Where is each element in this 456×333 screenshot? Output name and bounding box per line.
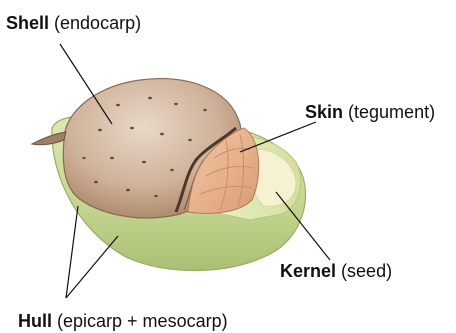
- shell-label-note: (endocarp): [54, 13, 141, 33]
- skin-label-name: Skin: [305, 102, 343, 122]
- hull-leader-right: [66, 236, 118, 298]
- kernel-label: Kernel (seed): [280, 262, 392, 280]
- kernel-label-name: Kernel: [280, 261, 336, 281]
- hull-label-note: (epicarp + mesocarp): [57, 311, 228, 331]
- hull-label-name: Hull: [18, 311, 52, 331]
- kernel-label-note: (seed): [341, 261, 392, 281]
- skin-label: Skin (tegument): [305, 103, 435, 121]
- skin-label-note: (tegument): [348, 102, 435, 122]
- shell-label-name: Shell: [6, 13, 49, 33]
- shell-label: Shell (endocarp): [6, 14, 141, 32]
- hull-label: Hull (epicarp + mesocarp): [18, 312, 228, 330]
- hull-leader-left: [66, 206, 78, 298]
